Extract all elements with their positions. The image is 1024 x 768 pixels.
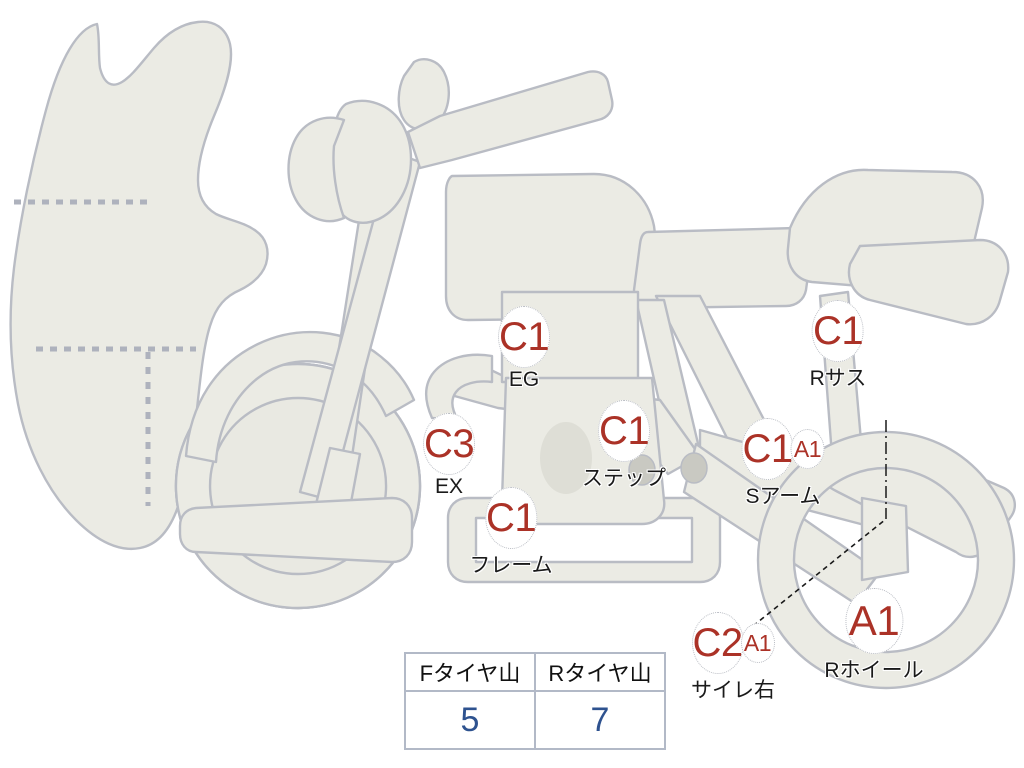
- marker-ex-badges: C3: [423, 413, 475, 475]
- marker-eg-badges: C1: [498, 306, 550, 368]
- marker-rear-suspension-code[interactable]: C1: [812, 300, 864, 362]
- marker-silencer-right-label: サイレ右: [691, 679, 775, 702]
- tire-table-value-front[interactable]: 5: [404, 690, 536, 750]
- marker-rear-suspension-badges: C1: [812, 300, 864, 362]
- marker-step-code[interactable]: C1: [598, 400, 650, 462]
- marker-rear-suspension[interactable]: C1 Rサス: [809, 300, 867, 392]
- marker-frame[interactable]: C1 フレーム: [469, 487, 553, 579]
- marker-eg[interactable]: C1 EG: [498, 306, 550, 392]
- marker-rear-wheel-code[interactable]: A1: [844, 588, 903, 654]
- marker-silencer-right-subcode[interactable]: A1: [740, 623, 775, 663]
- marker-swingarm-code[interactable]: C1: [741, 418, 794, 480]
- marker-swingarm[interactable]: C1 A1 Sアーム: [741, 418, 825, 510]
- marker-eg-code[interactable]: C1: [498, 306, 550, 368]
- marker-step[interactable]: C1 ステップ: [582, 400, 666, 492]
- marker-frame-badges: C1: [485, 487, 537, 549]
- marker-ex[interactable]: C3 EX: [423, 413, 475, 499]
- tire-table-value-row: 5 7: [404, 690, 666, 750]
- marker-swingarm-subcode[interactable]: A1: [790, 429, 825, 469]
- tire-depth-table: Fタイヤ山 Rタイヤ山 5 7: [404, 652, 666, 750]
- tire-table-header-rear: Rタイヤ山: [534, 652, 666, 692]
- marker-rear-wheel-badges: A1: [844, 588, 903, 654]
- marker-silencer-right[interactable]: C2 A1 サイレ右: [691, 612, 775, 704]
- tire-table-value-rear[interactable]: 7: [534, 690, 666, 750]
- marker-frame-label: フレーム: [469, 554, 553, 577]
- marker-step-label: ステップ: [582, 467, 666, 490]
- marker-ex-label: EX: [434, 475, 463, 498]
- marker-rear-suspension-label: Rサス: [809, 367, 867, 390]
- marker-ex-code[interactable]: C3: [423, 413, 475, 475]
- marker-swingarm-badges: C1 A1: [741, 418, 825, 480]
- marker-rear-wheel-label: Rホイール: [824, 659, 924, 682]
- marker-silencer-right-badges: C2 A1: [691, 612, 775, 674]
- tire-table-header-front: Fタイヤ山: [404, 652, 536, 692]
- marker-swingarm-label: Sアーム: [745, 485, 821, 508]
- marker-rear-wheel[interactable]: A1 Rホイール: [824, 588, 924, 684]
- marker-silencer-right-code[interactable]: C2: [691, 612, 744, 674]
- marker-frame-code[interactable]: C1: [485, 487, 537, 549]
- marker-eg-label: EG: [508, 368, 540, 391]
- tire-table-header-row: Fタイヤ山 Rタイヤ山: [404, 652, 666, 692]
- marker-step-badges: C1: [598, 400, 650, 462]
